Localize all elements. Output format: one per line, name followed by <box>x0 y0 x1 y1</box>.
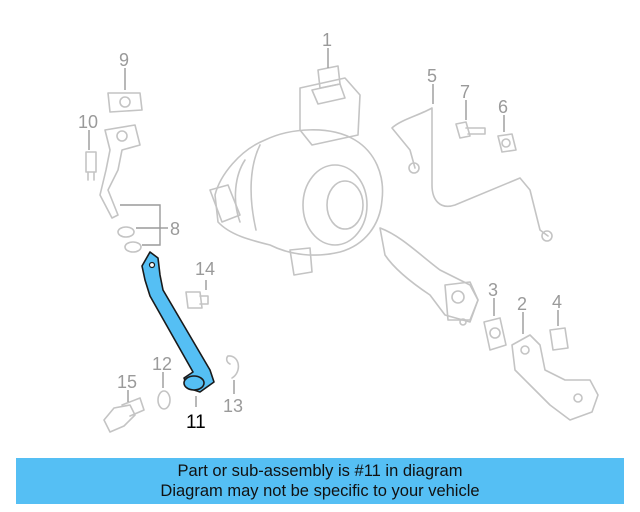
turbocharger <box>209 65 479 326</box>
callout-12: 12 <box>152 354 172 374</box>
callout-3: 3 <box>488 280 498 300</box>
oil-feed-pipe <box>99 124 141 219</box>
callout-7: 7 <box>460 82 470 102</box>
callout-2: 2 <box>517 294 527 314</box>
bolt-part-10 <box>85 151 97 181</box>
callout-1: 1 <box>322 30 332 50</box>
callout-9: 9 <box>119 50 129 70</box>
banner-line-2: Diagram may not be specific to your vehi… <box>160 482 480 500</box>
callout-5: 5 <box>427 66 437 86</box>
part-info-banner: Part or sub-assembly is #11 in diagram D… <box>16 458 624 504</box>
callout-11: 11 <box>186 412 206 433</box>
clip-part-13 <box>225 355 240 379</box>
gaskets-part-8 <box>117 226 142 253</box>
callout-4: 4 <box>552 292 562 312</box>
bolt-part-14 <box>185 291 209 309</box>
gasket-part-3 <box>483 317 507 351</box>
callout-14: 14 <box>195 259 215 279</box>
nut-part-6 <box>497 133 517 153</box>
fitting-part-15 <box>103 397 145 433</box>
oil-return-pipe-part-11[interactable] <box>141 251 215 393</box>
nut-part-4 <box>549 327 569 351</box>
callout-8: 8 <box>170 219 180 239</box>
banner-line-1: Part or sub-assembly is #11 in diagram <box>177 462 463 480</box>
callout-6: 6 <box>498 97 508 117</box>
callout-15: 15 <box>117 372 137 392</box>
gasket-part-9 <box>107 92 143 113</box>
parts-diagram: 1 9 5 7 6 10 8 14 3 2 4 12 15 13 11 <box>78 30 599 433</box>
pipe-part-2 <box>511 334 599 421</box>
gasket-part-12 <box>157 390 171 410</box>
leader-lines <box>88 48 559 407</box>
callout-10: 10 <box>78 112 98 132</box>
bolt-part-7 <box>455 121 486 139</box>
callout-13: 13 <box>223 396 243 416</box>
sensor-line <box>391 107 553 242</box>
